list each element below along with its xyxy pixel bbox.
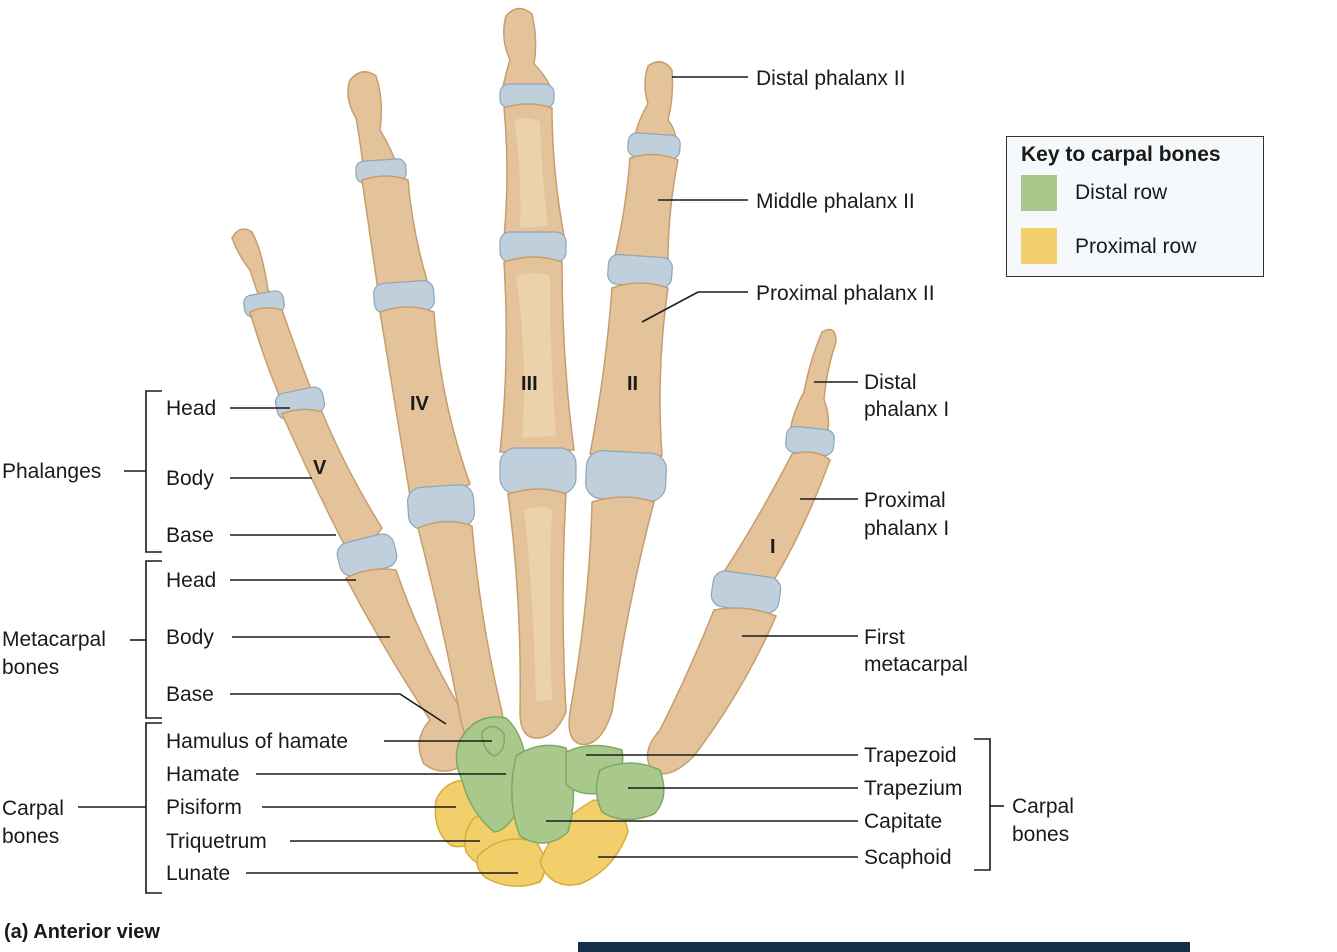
distal-row-swatch	[1021, 175, 1057, 211]
right-carpal-label-line1: Carpal	[1012, 795, 1074, 818]
carpal-label-line2: bones	[2, 825, 59, 848]
label-hamate: Hamate	[166, 763, 240, 786]
left-group-labels: Phalanges Metacarpal bones Carpal bones	[2, 460, 106, 848]
label-trapezoid: Trapezoid	[864, 744, 957, 767]
digit-label-iv: IV	[410, 393, 430, 415]
proximal-phalanx-ii	[589, 282, 669, 457]
carpal-label-line1: Carpal	[2, 797, 64, 820]
joint-cartilage	[585, 450, 667, 502]
label-distal-phalanx-ii: Distal phalanx II	[756, 67, 905, 90]
label-pisiform: Pisiform	[166, 796, 242, 819]
capitate	[511, 744, 575, 844]
label-phalanx-body: Body	[166, 467, 214, 490]
label-lunate: Lunate	[166, 862, 230, 885]
distal-phalanx-ii	[633, 61, 677, 143]
proximal-phalanx-i	[718, 451, 831, 583]
digit-label-iii: III	[521, 373, 538, 395]
digit-label-i: I	[770, 536, 776, 558]
right-carpal-bracket	[974, 738, 991, 871]
label-proximal-phalanx-i-line2: phalanx I	[864, 517, 949, 540]
bone-highlight	[514, 118, 548, 228]
middle-phalanx-ii	[613, 153, 679, 263]
leader-metacarpal-base	[230, 693, 447, 725]
metacarpal-label-line1: Metacarpal	[2, 628, 106, 651]
proximal-row-label: Proximal row	[1075, 235, 1197, 258]
distal-phalanx-i	[789, 328, 837, 431]
label-trapezium: Trapezium	[864, 777, 962, 800]
proximal-phalanx-iv	[379, 306, 471, 498]
label-phalanx-head: Head	[166, 397, 216, 420]
label-metacarpal-body: Body	[166, 626, 214, 649]
label-scaphoid: Scaphoid	[864, 846, 952, 869]
metacarpal-bracket	[145, 560, 162, 719]
label-proximal-phalanx-i-line1: Proximal	[864, 489, 946, 512]
hand-bones	[231, 7, 837, 887]
label-proximal-phalanx-ii: Proximal phalanx II	[756, 282, 935, 305]
digit-numerals: V IV III II I	[313, 373, 776, 558]
label-phalanx-base: Base	[166, 524, 214, 547]
label-capitate: Capitate	[864, 810, 942, 833]
label-metacarpal-base: Base	[166, 683, 214, 706]
metacarpal-ii	[568, 496, 655, 746]
key-title: Key to carpal bones	[1021, 143, 1221, 166]
middle-phalanx-v	[249, 307, 313, 403]
joint-cartilage	[499, 447, 577, 495]
phalanges-bracket	[145, 390, 162, 553]
metacarpal-label-line2: bones	[2, 656, 59, 679]
distal-phalanx-iv	[347, 71, 400, 173]
digit-i	[646, 328, 837, 775]
bone-highlight	[516, 273, 556, 438]
distal-row-label: Distal row	[1075, 181, 1168, 204]
digit-ii	[568, 61, 681, 746]
bone-highlight	[524, 507, 552, 702]
leader-proximal-phalanx-ii	[641, 291, 748, 323]
distal-phalanx-iii	[501, 7, 553, 93]
label-triquetrum: Triquetrum	[166, 830, 267, 853]
label-first-metacarpal-line1: First	[864, 626, 905, 649]
phalanges-label: Phalanges	[2, 460, 101, 483]
label-distal-phalanx-i-line2: phalanx I	[864, 398, 949, 421]
right-labels: Distal phalanx II Middle phalanx II Prox…	[546, 67, 1074, 871]
digit-iv	[347, 71, 505, 749]
left-brackets	[78, 390, 162, 894]
carpal-bones	[434, 716, 665, 887]
proximal-row-swatch	[1021, 228, 1057, 264]
digit-label-v: V	[313, 457, 327, 479]
label-first-metacarpal-line2: metacarpal	[864, 653, 968, 676]
label-distal-phalanx-i-line1: Distal	[864, 371, 917, 394]
label-metacarpal-head: Head	[166, 569, 216, 592]
first-metacarpal	[646, 607, 777, 775]
trapezium	[595, 762, 665, 821]
distal-phalanx-v	[231, 228, 278, 301]
right-carpal-label-line2: bones	[1012, 823, 1069, 846]
proximal-phalanx-v	[280, 408, 383, 549]
bottom-dark-bar	[578, 942, 1190, 952]
hamulus-of-hamate	[481, 725, 506, 757]
middle-phalanx-iv	[361, 175, 429, 291]
label-middle-phalanx-ii: Middle phalanx II	[756, 190, 915, 213]
carpal-key-legend: Key to carpal bones Distal row Proximal …	[1006, 136, 1264, 277]
left-labels: Head Body Base Head Body Base Hamulus of…	[166, 397, 518, 885]
label-hamulus: Hamulus of hamate	[166, 730, 348, 753]
carpal-bracket	[145, 722, 162, 894]
figure-caption: (a) Anterior view	[4, 921, 160, 943]
digit-label-ii: II	[627, 373, 638, 395]
